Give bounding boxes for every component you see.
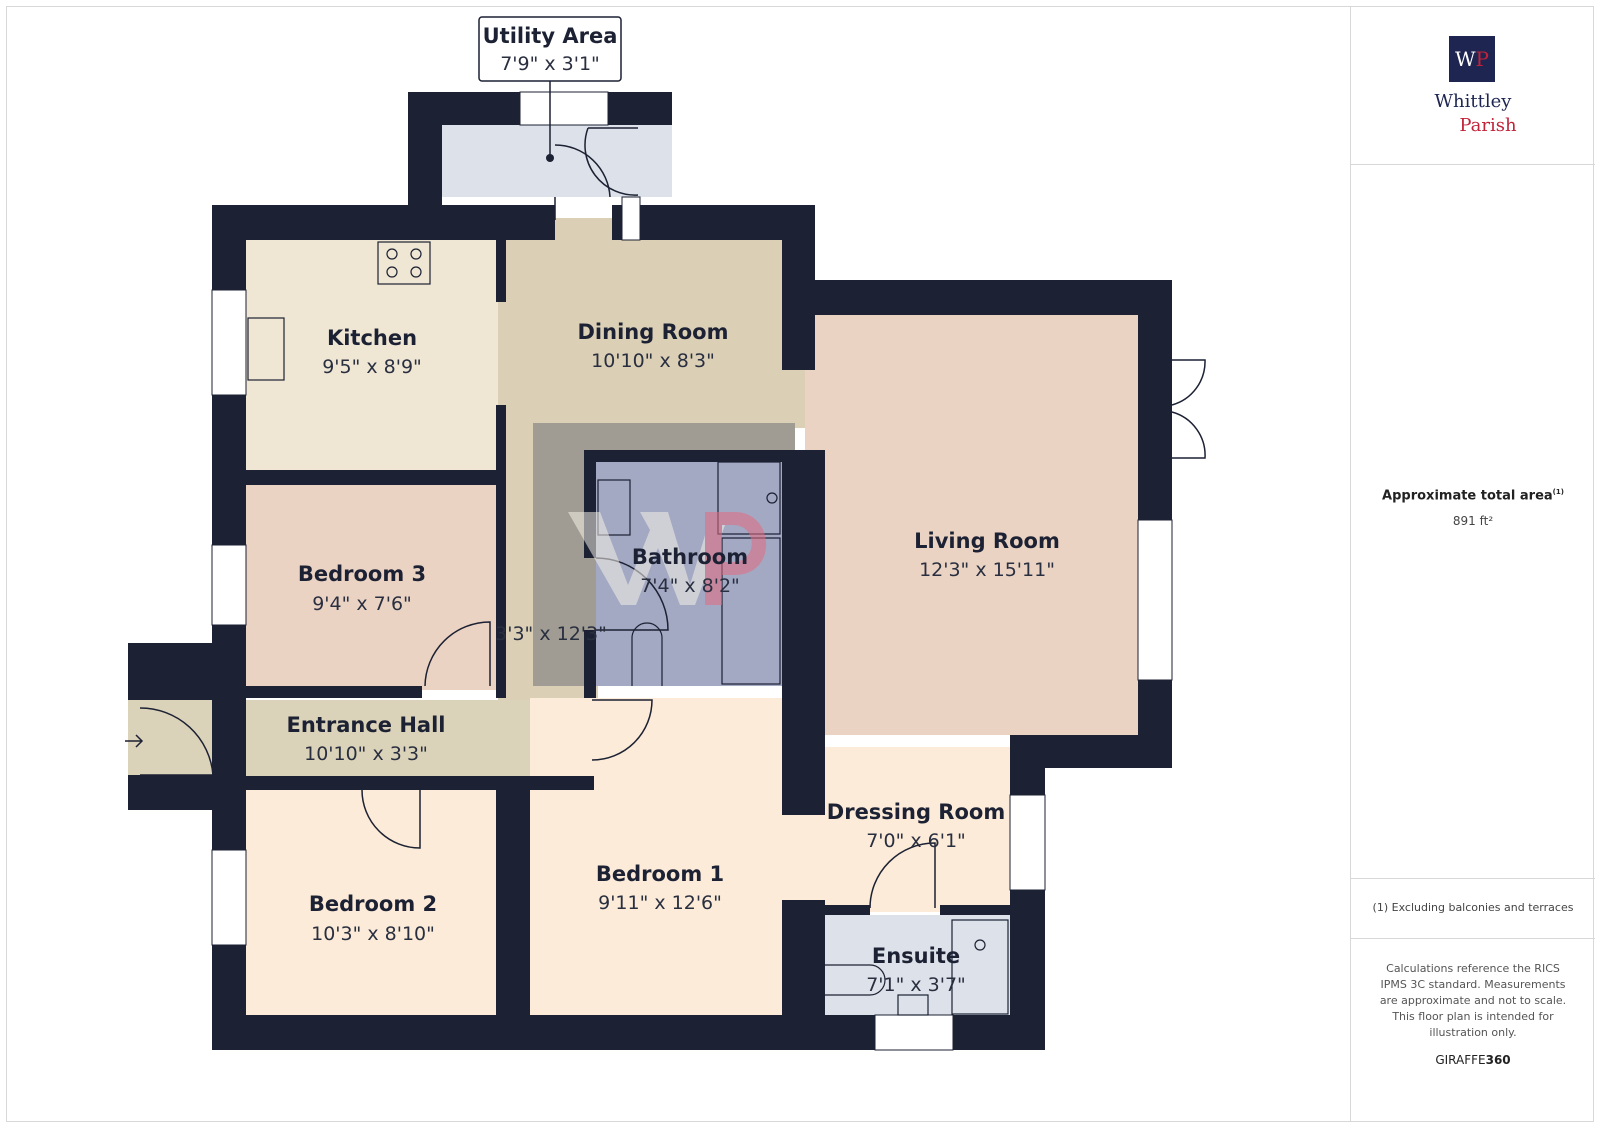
room-name: Dressing Room — [827, 800, 1005, 824]
room-utility — [442, 125, 672, 197]
room-dims: 7'1" x 3'7" — [866, 974, 966, 996]
room-name: Dining Room — [578, 320, 729, 344]
wp-logo: WP — [1449, 36, 1495, 82]
sink-icon — [247, 317, 285, 381]
room-dims: 12'3" x 15'11" — [919, 559, 1055, 581]
room-name: Ensuite — [872, 944, 960, 968]
room-dims: 10'10" x 8'3" — [591, 350, 715, 372]
room-dims: 10'10" x 3'3" — [304, 743, 428, 765]
windows — [211, 91, 1173, 1051]
area-value: 891 ft² — [1452, 514, 1494, 528]
room-dims: 9'4" x 7'6" — [312, 593, 412, 615]
room-bathroom — [596, 462, 782, 686]
room-ensuite — [825, 915, 1010, 1017]
wp-watermark-logo — [568, 512, 767, 605]
area-label: Approximate total area(1) — [1382, 488, 1564, 504]
room-dims: 7'9" x 3'1" — [500, 53, 600, 75]
room-name: Bedroom 2 — [309, 892, 437, 916]
room-dims: 7'0" x 6'1" — [866, 830, 966, 852]
room-name: Entrance Hall — [287, 713, 446, 737]
room-dims: 10'3" x 8'10" — [311, 923, 435, 945]
page-border — [6, 6, 1594, 1122]
shower-icon — [717, 461, 781, 535]
fixtures — [247, 241, 1009, 1016]
room-name: Utility Area — [483, 24, 618, 48]
room-entrance-hall — [128, 700, 593, 776]
room-kitchen — [246, 240, 498, 472]
area-section: Approximate total area(1) 891 ft² — [1351, 164, 1595, 879]
room-living — [805, 315, 1170, 735]
room-dims: 7'4" x 8'2" — [640, 575, 740, 597]
room-name: Living Room — [914, 529, 1060, 553]
toilet-icon — [631, 622, 663, 686]
room-dining — [498, 218, 805, 428]
footnote: (1) Excluding balconies and terraces — [1351, 878, 1595, 939]
room-bedroom2 — [246, 790, 498, 1018]
room-dims: 9'11" x 12'6" — [598, 892, 722, 914]
disclaimer: Calculations reference the RICS IPMS 3C … — [1379, 962, 1567, 1039]
door-swings — [139, 127, 1206, 909]
entrance-arrow-icon — [125, 734, 144, 748]
basin-icon — [597, 479, 631, 536]
room-dims: 3'3" x 12'3" — [495, 623, 607, 645]
room-name: Bedroom 3 — [298, 562, 426, 586]
giraffe360-brand: GIRAFFE360 — [1435, 1053, 1511, 1067]
hob-icon — [377, 241, 431, 285]
logo-line2: Parish — [1459, 115, 1517, 136]
info-panel: WP Whittley Parish Approximate total are… — [1350, 6, 1595, 1122]
room-bedroom1-nook — [590, 698, 785, 778]
walls — [128, 92, 1172, 1050]
room-name: Bedroom 1 — [596, 862, 724, 886]
room-bedroom3 — [246, 485, 498, 690]
room-name: Bathroom — [632, 545, 748, 569]
room-dims: 9'5" x 8'9" — [322, 356, 422, 378]
room-name: Kitchen — [327, 326, 417, 350]
logo-section: WP Whittley Parish — [1351, 6, 1595, 165]
logo-line1: Whittley — [1434, 91, 1512, 112]
floor-plan: Utility Area 7'9" x 3'1" Kitchen 9'5" x … — [125, 16, 1206, 1051]
ensuite-toilet-icon — [825, 964, 886, 996]
ensuite-shower-icon — [951, 919, 1009, 1015]
